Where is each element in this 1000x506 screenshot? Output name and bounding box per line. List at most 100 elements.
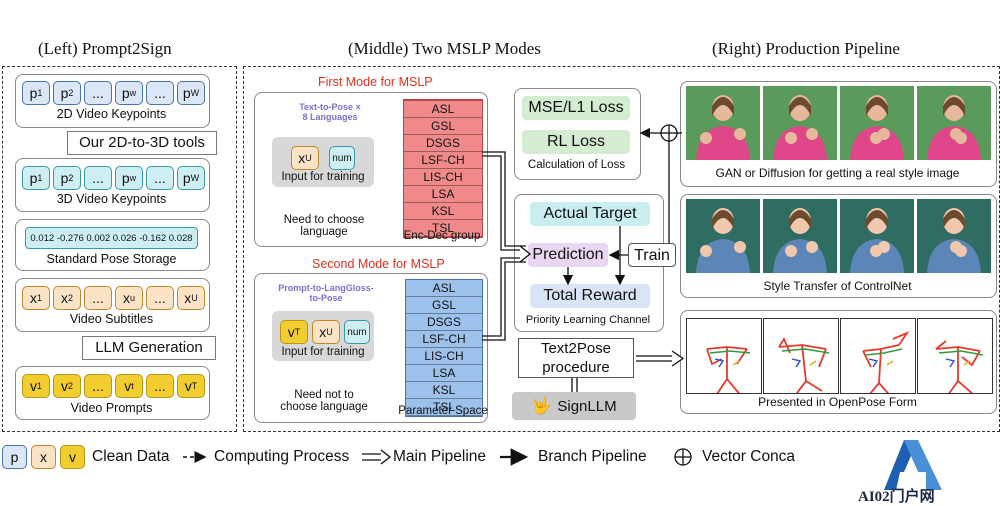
sign-photo-2 <box>763 86 837 160</box>
row2-chip-4: ... <box>146 166 174 190</box>
right-section-title: (Right) Production Pipeline <box>712 39 900 58</box>
keypoints-3d-label: 3D Video Keypoints <box>56 192 167 206</box>
keypoints-2d-label: 2D Video Keypoints <box>56 107 167 121</box>
row3-chip-4: ... <box>146 286 174 310</box>
sign-photo-1 <box>686 199 760 273</box>
language-lsf-ch: LSF-CH <box>406 331 482 348</box>
row1-chip-2: ... <box>84 81 112 105</box>
watermark-logo <box>884 440 942 490</box>
mode1-group-label: Enc-Dec group <box>403 230 481 242</box>
row1-chip-4: ... <box>146 81 174 105</box>
language-lsa: LSA <box>404 186 482 203</box>
sign-photo-3 <box>840 199 914 273</box>
language-tsl: TSL <box>406 399 482 416</box>
hand-sign-icon: 🤟 <box>531 398 552 415</box>
row3-chip-2: ... <box>84 286 112 310</box>
mode2-chip-num: num <box>344 320 370 344</box>
legend-clean: Clean Data <box>92 448 170 465</box>
rl-loss: RL Loss <box>522 130 630 154</box>
prompts-label: Video Prompts <box>70 401 153 415</box>
train-label: Train <box>628 243 676 267</box>
openpose-frame-1 <box>686 318 762 398</box>
language-lis-ch: LIS-CH <box>404 169 482 186</box>
style-caption: Style Transfer of ControlNet <box>763 279 912 293</box>
mode2-input-label: Input for training <box>281 346 365 358</box>
language-gsl: GSL <box>404 118 482 135</box>
language-ksl: KSL <box>406 382 482 399</box>
watermark-text: AI02门户网 <box>858 489 935 505</box>
mode1-task: Text-to-Pose × 8 Languages <box>299 102 361 122</box>
mode1-input-label: Input for training <box>281 171 365 183</box>
loss-caption: Calculation of Loss <box>527 159 626 171</box>
language-asl: ASL <box>406 280 482 297</box>
mse-loss: MSE/L1 Loss <box>522 96 630 120</box>
language-dsgs: DSGS <box>404 135 482 152</box>
text2pose-procedure: Text2Pose procedure <box>518 338 634 378</box>
pose-storage-label: Standard Pose Storage <box>46 252 177 266</box>
prediction: Prediction <box>528 243 608 267</box>
gan-caption: GAN or Diffusion for getting a real styl… <box>715 166 960 180</box>
legend-concat: Vector Conca <box>702 448 796 465</box>
sign-photo-4 <box>917 199 991 273</box>
language-tsl: TSL <box>404 220 482 237</box>
tool-2d-to-3d: Our 2D-to-3D tools <box>67 131 217 155</box>
total-reward: Total Reward <box>530 284 650 308</box>
language-ksl: KSL <box>404 203 482 220</box>
row4-chip-4: ... <box>146 374 174 398</box>
language-lsf-ch: LSF-CH <box>404 152 482 169</box>
signllm-label: SignLLM <box>557 397 617 415</box>
openpose-frame-2 <box>763 318 839 398</box>
mode2-task: Prompt-to-LangGloss- to-Pose <box>278 283 374 303</box>
row2-chip-2: ... <box>84 166 112 190</box>
legend-main: Main Pipeline <box>393 448 487 465</box>
language-lsa: LSA <box>406 365 482 382</box>
legend-concat-symbol <box>674 448 692 466</box>
legend-branch: Branch Pipeline <box>538 448 647 465</box>
mode1-input-panel <box>272 137 374 187</box>
mode1-chip-num: num <box>329 146 355 170</box>
left-region <box>2 66 237 432</box>
legend-chip-v: v <box>60 445 85 469</box>
mode2-group-label: Parameter Space <box>398 405 488 417</box>
middle-section-title: (Middle) Two MSLP Modes <box>348 39 541 58</box>
language-asl: ASL <box>404 101 482 118</box>
legend-chip-p: p <box>2 445 27 469</box>
openpose-frame-4 <box>917 318 993 396</box>
sign-photo-1 <box>686 86 760 160</box>
sign-photo-4 <box>917 86 991 160</box>
sign-photo-3 <box>840 86 914 160</box>
plc-caption: Priority Learning Channel <box>525 314 651 326</box>
language-dsgs: DSGS <box>406 314 482 331</box>
openpose-caption: Presented in OpenPose Form <box>758 395 917 409</box>
mode1-title: First Mode for MSLP <box>318 75 433 89</box>
mode2-title: Second Mode for MSLP <box>312 257 445 271</box>
openpose-frame-3 <box>840 318 916 400</box>
legend-main-line <box>362 453 384 461</box>
subtitles-label: Video Subtitles <box>69 312 154 326</box>
legend-computing: Computing Process <box>214 448 350 465</box>
mode2-note: Need not to choose language <box>280 389 368 413</box>
signllm-badge: 🤟 SignLLM <box>512 392 636 420</box>
tool-llm-generation: LLM Generation <box>82 336 216 360</box>
language-lis-ch: LIS-CH <box>406 348 482 365</box>
language-gsl: GSL <box>406 297 482 314</box>
legend-chip-x: x <box>31 445 56 469</box>
